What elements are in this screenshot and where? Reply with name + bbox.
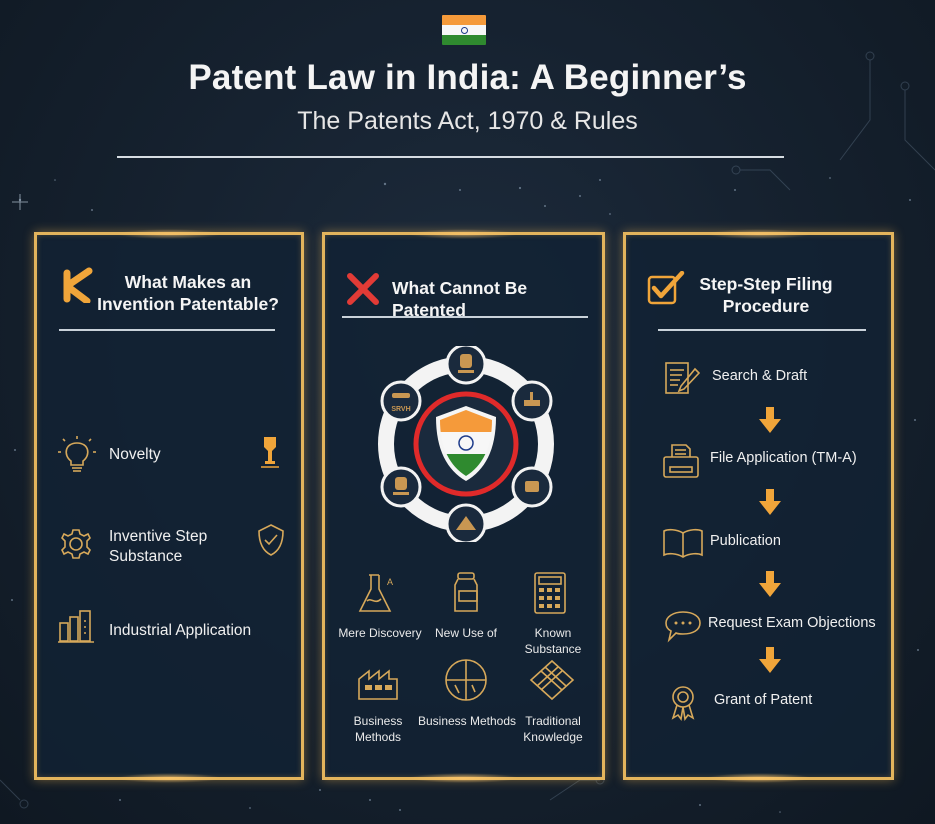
- exclusion-business-methods-1-line2: Methods: [354, 730, 402, 744]
- svg-text:SRVH: SRVH: [391, 406, 410, 413]
- panel-filing-procedure: Step-Step Filing Procedure Search & Draf…: [623, 229, 894, 783]
- panel-title-line1: What Makes an: [124, 272, 252, 292]
- title-divider: [117, 156, 784, 158]
- arrow-down-icon: [759, 647, 781, 673]
- criterion-inventive-step-line2: Substance: [109, 548, 183, 565]
- exclusion-known-substance: Known Substance: [524, 626, 582, 656]
- panel-divider: [59, 329, 275, 331]
- exclusion-business-methods-1-line1: Business: [353, 714, 403, 728]
- factory-icon: [358, 669, 398, 700]
- step-request-exam: Request Exam Objections: [708, 615, 876, 631]
- lightbulb-icon: [58, 436, 96, 472]
- checkbox-icon: [647, 271, 685, 305]
- step-publication: Publication: [710, 533, 781, 549]
- arrow-down-icon: [759, 489, 781, 515]
- page-subtitle: The Patents Act, 1970 & Rules: [297, 107, 638, 135]
- svg-text:A: A: [387, 577, 393, 587]
- step-search-draft: Search & Draft: [712, 368, 808, 384]
- exclusion-traditional-knowledge-line1: Traditional: [525, 714, 581, 728]
- panel-divider: [342, 316, 588, 318]
- award-ribbon-icon: [671, 686, 695, 721]
- panel-divider: [658, 329, 866, 331]
- page-title: Patent Law in India: A Beginner’s: [188, 58, 747, 97]
- flask-icon: A: [358, 574, 393, 612]
- red-cross-icon: [347, 273, 379, 305]
- buildings-icon: [58, 610, 94, 643]
- document-pen-icon: [665, 362, 700, 394]
- panel-patentability: What Makes an Invention Patentable? Nove…: [34, 229, 304, 783]
- panel-title-line2: Invention Patentable?: [97, 294, 279, 314]
- gear-icon: [61, 529, 91, 559]
- panel-title-line2: Procedure: [722, 296, 810, 316]
- criterion-novelty: Novelty: [109, 446, 161, 463]
- shield-check-icon: [258, 524, 284, 556]
- calculator-icon: [534, 572, 566, 614]
- printer-icon: [663, 444, 699, 478]
- arrow-down-icon: [759, 407, 781, 433]
- panel-title-line1: Step-Step Filing: [699, 274, 833, 294]
- criterion-inventive-step-line1: Inventive Step: [109, 528, 208, 545]
- panel-non-patentable: What Cannot Be Patented SRVH: [322, 229, 605, 783]
- criterion-industrial-application: Industrial Application: [109, 622, 252, 639]
- step-grant: Grant of Patent: [714, 692, 813, 708]
- panel-title: What Cannot Be Patented: [392, 278, 528, 320]
- exclusion-new-use: New Use of: [434, 626, 498, 640]
- knot-icon: [529, 659, 575, 701]
- k-tool-icon: [63, 267, 93, 303]
- stamp-icon: [261, 437, 279, 468]
- book-icon: [663, 528, 703, 558]
- exclusion-business-methods-2: Business Methods: [417, 714, 517, 728]
- india-shield-ring-diagram: SRVH: [378, 346, 554, 542]
- speech-bubble-icon: [665, 611, 701, 643]
- exclusion-mere-discovery: Mere Discovery: [338, 626, 422, 640]
- circle-quadrant-icon: [445, 659, 487, 701]
- exclusion-traditional-knowledge-line2: Knowledge: [523, 730, 583, 744]
- step-file-application: File Application (TM-A): [710, 450, 857, 466]
- india-flag-icon: [442, 15, 486, 45]
- arrow-down-icon: [759, 571, 781, 597]
- jar-icon: [454, 572, 478, 612]
